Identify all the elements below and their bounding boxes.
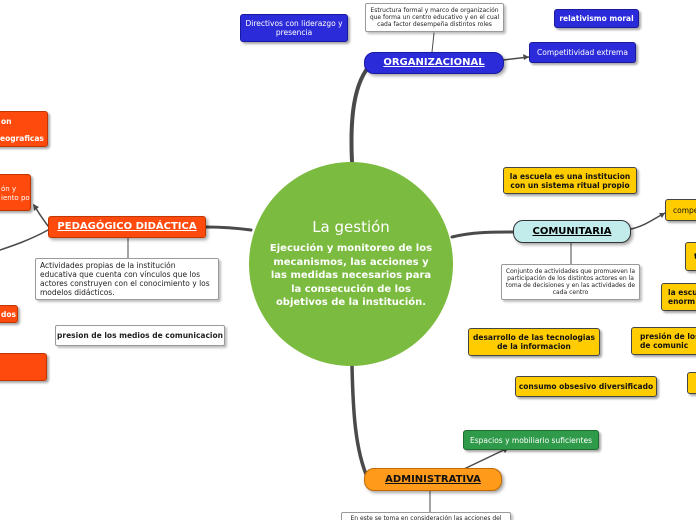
com-item-compe[interactable]: compe <box>665 199 696 221</box>
arrowhead-ped-item <box>33 204 39 211</box>
com-item-consumo[interactable]: consumo obsesivo diversificado <box>515 376 657 397</box>
ped-item-presion-medios[interactable]: presion de los medios de comunicacion <box>55 325 225 346</box>
central-topic-title: La gestión <box>312 218 390 237</box>
connector-com-compe <box>630 212 666 230</box>
ped-item-iento[interactable]: ón y iento po <box>0 174 31 211</box>
com-item-escu[interactable]: la escu enorm <box>661 283 696 311</box>
connector-ped-left <box>0 229 49 251</box>
com-item-tecnologias[interactable]: desarrollo de las tecnologias de la info… <box>468 328 600 356</box>
com-item-t[interactable]: t <box>685 242 696 271</box>
com-item-partial[interactable] <box>687 372 696 394</box>
connector-organizacional <box>349 61 374 164</box>
ped-item-empty[interactable] <box>0 353 47 381</box>
adm-item-espacios[interactable]: Espacios y mobiliario suficientes <box>463 430 599 450</box>
com-item-presion[interactable]: presión de los de comunic <box>631 327 696 355</box>
arrowhead-com-compe <box>659 213 665 218</box>
org-item-directivos[interactable]: Directivos con liderazgo y presencia <box>240 14 348 42</box>
connector-adm-espacios <box>463 447 509 470</box>
branch-organizacional[interactable]: ORGANIZACIONAL <box>364 52 504 74</box>
pedagogica-description[interactable]: Actividades propias de la institución ed… <box>35 258 219 300</box>
branch-comunitaria[interactable]: COMUNITARIA <box>513 220 631 243</box>
org-item-relativismo[interactable]: relativismo moral <box>554 9 639 28</box>
connector-org-description <box>431 32 435 53</box>
connector-administrativa <box>350 364 370 481</box>
org-item-competitividad[interactable]: Competitividad extrema <box>529 42 636 63</box>
organizacional-description[interactable]: Estructura formal y marco de organizació… <box>365 3 504 32</box>
arrowhead-org-competitividad <box>523 54 529 60</box>
connector-pedagogica <box>204 225 253 232</box>
com-item-institucion[interactable]: la escuela es una institucion con un sis… <box>503 167 637 194</box>
ped-item-on[interactable]: on <box>0 111 48 147</box>
administrativa-description[interactable]: En este se toma en consideración las acc… <box>341 512 511 520</box>
central-topic-subtitle: Ejecución y monitoreo de los mecanismos,… <box>269 243 433 309</box>
comunitaria-description[interactable]: Conjunto de actividades que promueven la… <box>501 264 640 300</box>
branch-pedagogica[interactable]: PEDAGÓGICO DIDÁCTICA <box>48 216 206 238</box>
ped-item-geograficas: eograficas <box>0 133 44 143</box>
central-topic[interactable]: La gestión Ejecución y monitoreo de los … <box>249 162 453 366</box>
branch-administrativa[interactable]: ADMINISTRATIVA <box>364 468 502 491</box>
ped-item-dos[interactable]: dos <box>0 305 18 323</box>
connector-comunitaria <box>450 230 515 239</box>
